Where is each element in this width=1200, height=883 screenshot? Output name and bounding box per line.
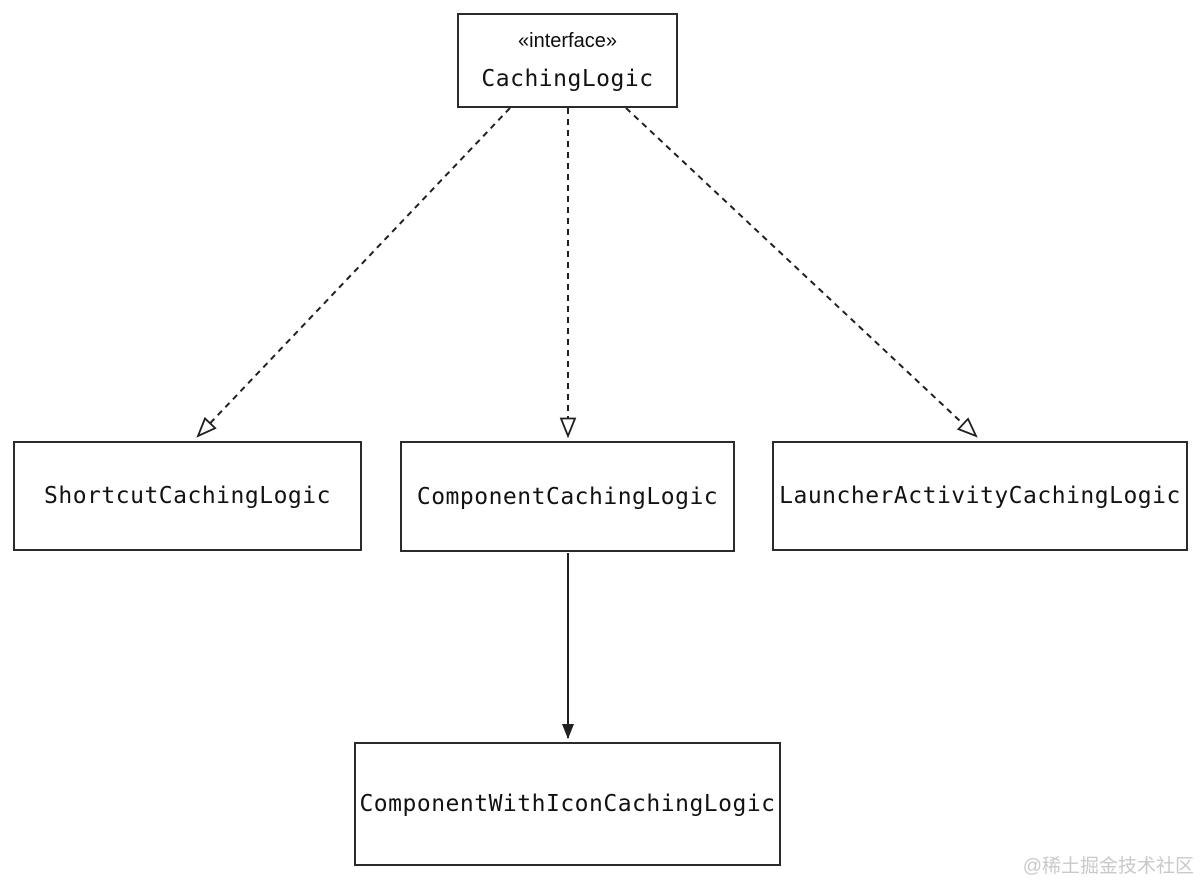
class-name-label: ComponentCachingLogic [416, 483, 719, 510]
class-name-label: ShortcutCachingLogic [44, 483, 331, 509]
watermark-juejin: @稀土掘金技术社区 [1022, 856, 1194, 877]
interface-name-label: CachingLogic [481, 65, 654, 92]
class-node-componentcachinglogic: ComponentCachingLogic [400, 441, 735, 552]
class-node-launcheractivitycachinglogic: LauncherActivityCachingLogic [772, 441, 1188, 551]
realization-edge-launcher [625, 107, 978, 438]
realization-edge-shortcut [196, 107, 511, 438]
class-name-label: ComponentWithIconCachingLogic [359, 791, 776, 817]
interface-stereotype-label: «interface» [518, 29, 617, 52]
class-node-shortcutcachinglogic: ShortcutCachingLogic [13, 441, 362, 551]
class-node-componentwithiconcachinglogic: ComponentWithIconCachingLogic [354, 742, 781, 866]
interface-node-cachinglogic: «interface» CachingLogic [457, 13, 678, 108]
class-name-label: LauncherActivityCachingLogic [779, 483, 1181, 509]
